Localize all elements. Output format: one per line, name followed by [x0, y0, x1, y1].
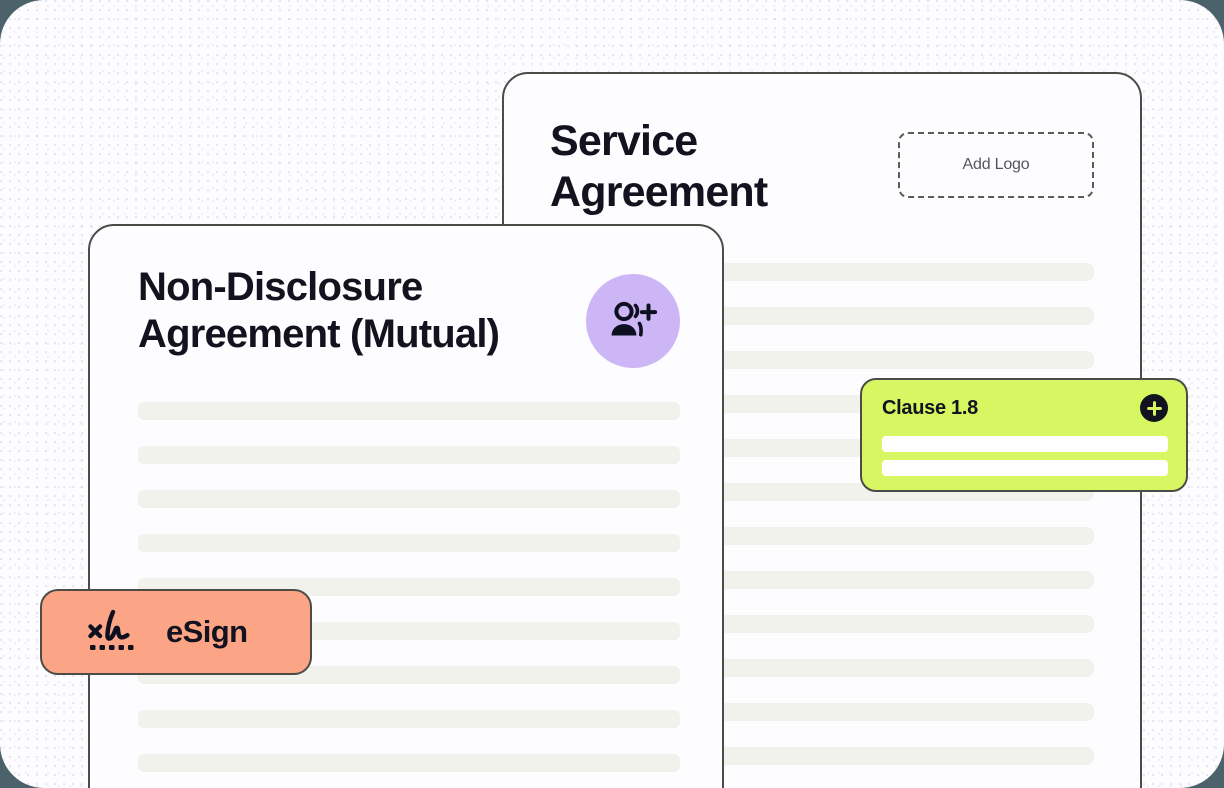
clause-add-button[interactable]: [1140, 394, 1168, 422]
clause-input-fields[interactable]: [882, 436, 1168, 476]
clause-input-field[interactable]: [882, 436, 1168, 452]
signature-icon: [88, 609, 134, 650]
service-agreement-header: Service Agreement Add Logo: [504, 74, 1140, 217]
document-line-placeholder: [138, 754, 680, 772]
service-agreement-title: Service Agreement: [550, 117, 768, 216]
person-add-button[interactable]: [586, 274, 680, 368]
esign-button[interactable]: eSign: [40, 589, 312, 675]
clause-card-header: Clause 1.8: [882, 394, 1168, 422]
nda-title: Non-Disclosure Agreement (Mutual): [138, 265, 500, 357]
document-line-placeholder: [138, 490, 680, 508]
plus-icon: [1146, 400, 1162, 416]
nda-header: Non-Disclosure Agreement (Mutual): [90, 226, 722, 368]
document-line-placeholder: [138, 710, 680, 728]
document-line-placeholder: [138, 402, 680, 420]
clause-title: Clause 1.8: [882, 396, 978, 419]
clause-input-field[interactable]: [882, 460, 1168, 476]
nda-card[interactable]: Non-Disclosure Agreement (Mutual): [88, 224, 724, 788]
document-line-placeholder: [138, 446, 680, 464]
person-add-icon: [611, 301, 657, 337]
clause-callout-card[interactable]: Clause 1.8: [860, 378, 1188, 492]
document-line-placeholder: [138, 534, 680, 552]
esign-label: eSign: [166, 614, 248, 649]
add-logo-label: Add Logo: [962, 156, 1030, 173]
add-logo-dropzone[interactable]: Add Logo: [898, 132, 1094, 198]
